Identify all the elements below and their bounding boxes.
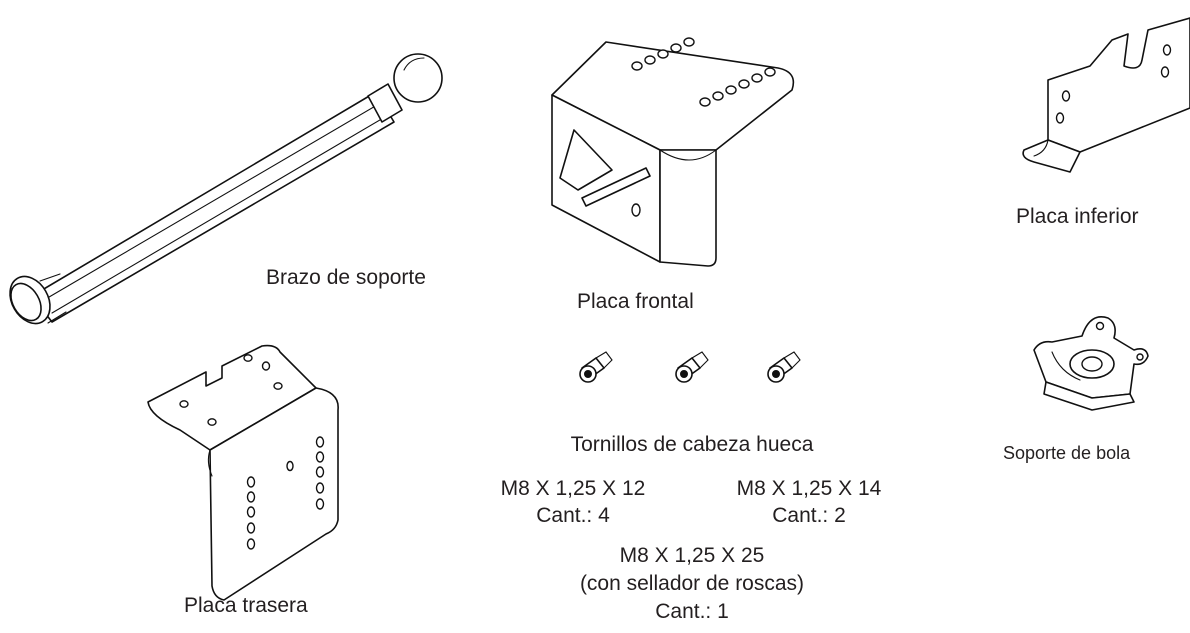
bottom-plate-drawing <box>1022 17 1190 173</box>
label-front-plate: Placa frontal <box>577 290 694 313</box>
screw-qty-3: Cant.: 1 <box>655 600 729 623</box>
rear-plate-drawing <box>147 344 339 601</box>
screw-spec-3: M8 X 1,25 X 25 <box>619 544 765 567</box>
screw-icon-2 <box>675 351 709 383</box>
screw-qty-2: Cant.: 2 <box>772 504 846 527</box>
support-arm-drawing <box>9 53 443 325</box>
label-ball-mount: Soporte de bola <box>1003 443 1131 463</box>
label-support-arm: Brazo de soporte <box>266 266 426 289</box>
screw-note-3: (con sellador de roscas) <box>579 572 805 595</box>
screw-spec-2: M8 X 1,25 X 14 <box>736 477 882 500</box>
screw-spec-1: M8 X 1,25 X 12 <box>500 477 646 500</box>
label-bottom-plate: Placa inferior <box>1016 205 1139 228</box>
ball-mount-drawing <box>1033 316 1149 411</box>
screw-icon-1 <box>579 351 613 383</box>
screw-qty-1: Cant.: 4 <box>536 504 610 527</box>
front-plate-drawing <box>551 37 795 267</box>
screw-icon-3 <box>767 351 801 383</box>
screws-title: Tornillos de cabeza hueca <box>570 433 814 456</box>
label-rear-plate: Placa trasera <box>184 594 308 617</box>
